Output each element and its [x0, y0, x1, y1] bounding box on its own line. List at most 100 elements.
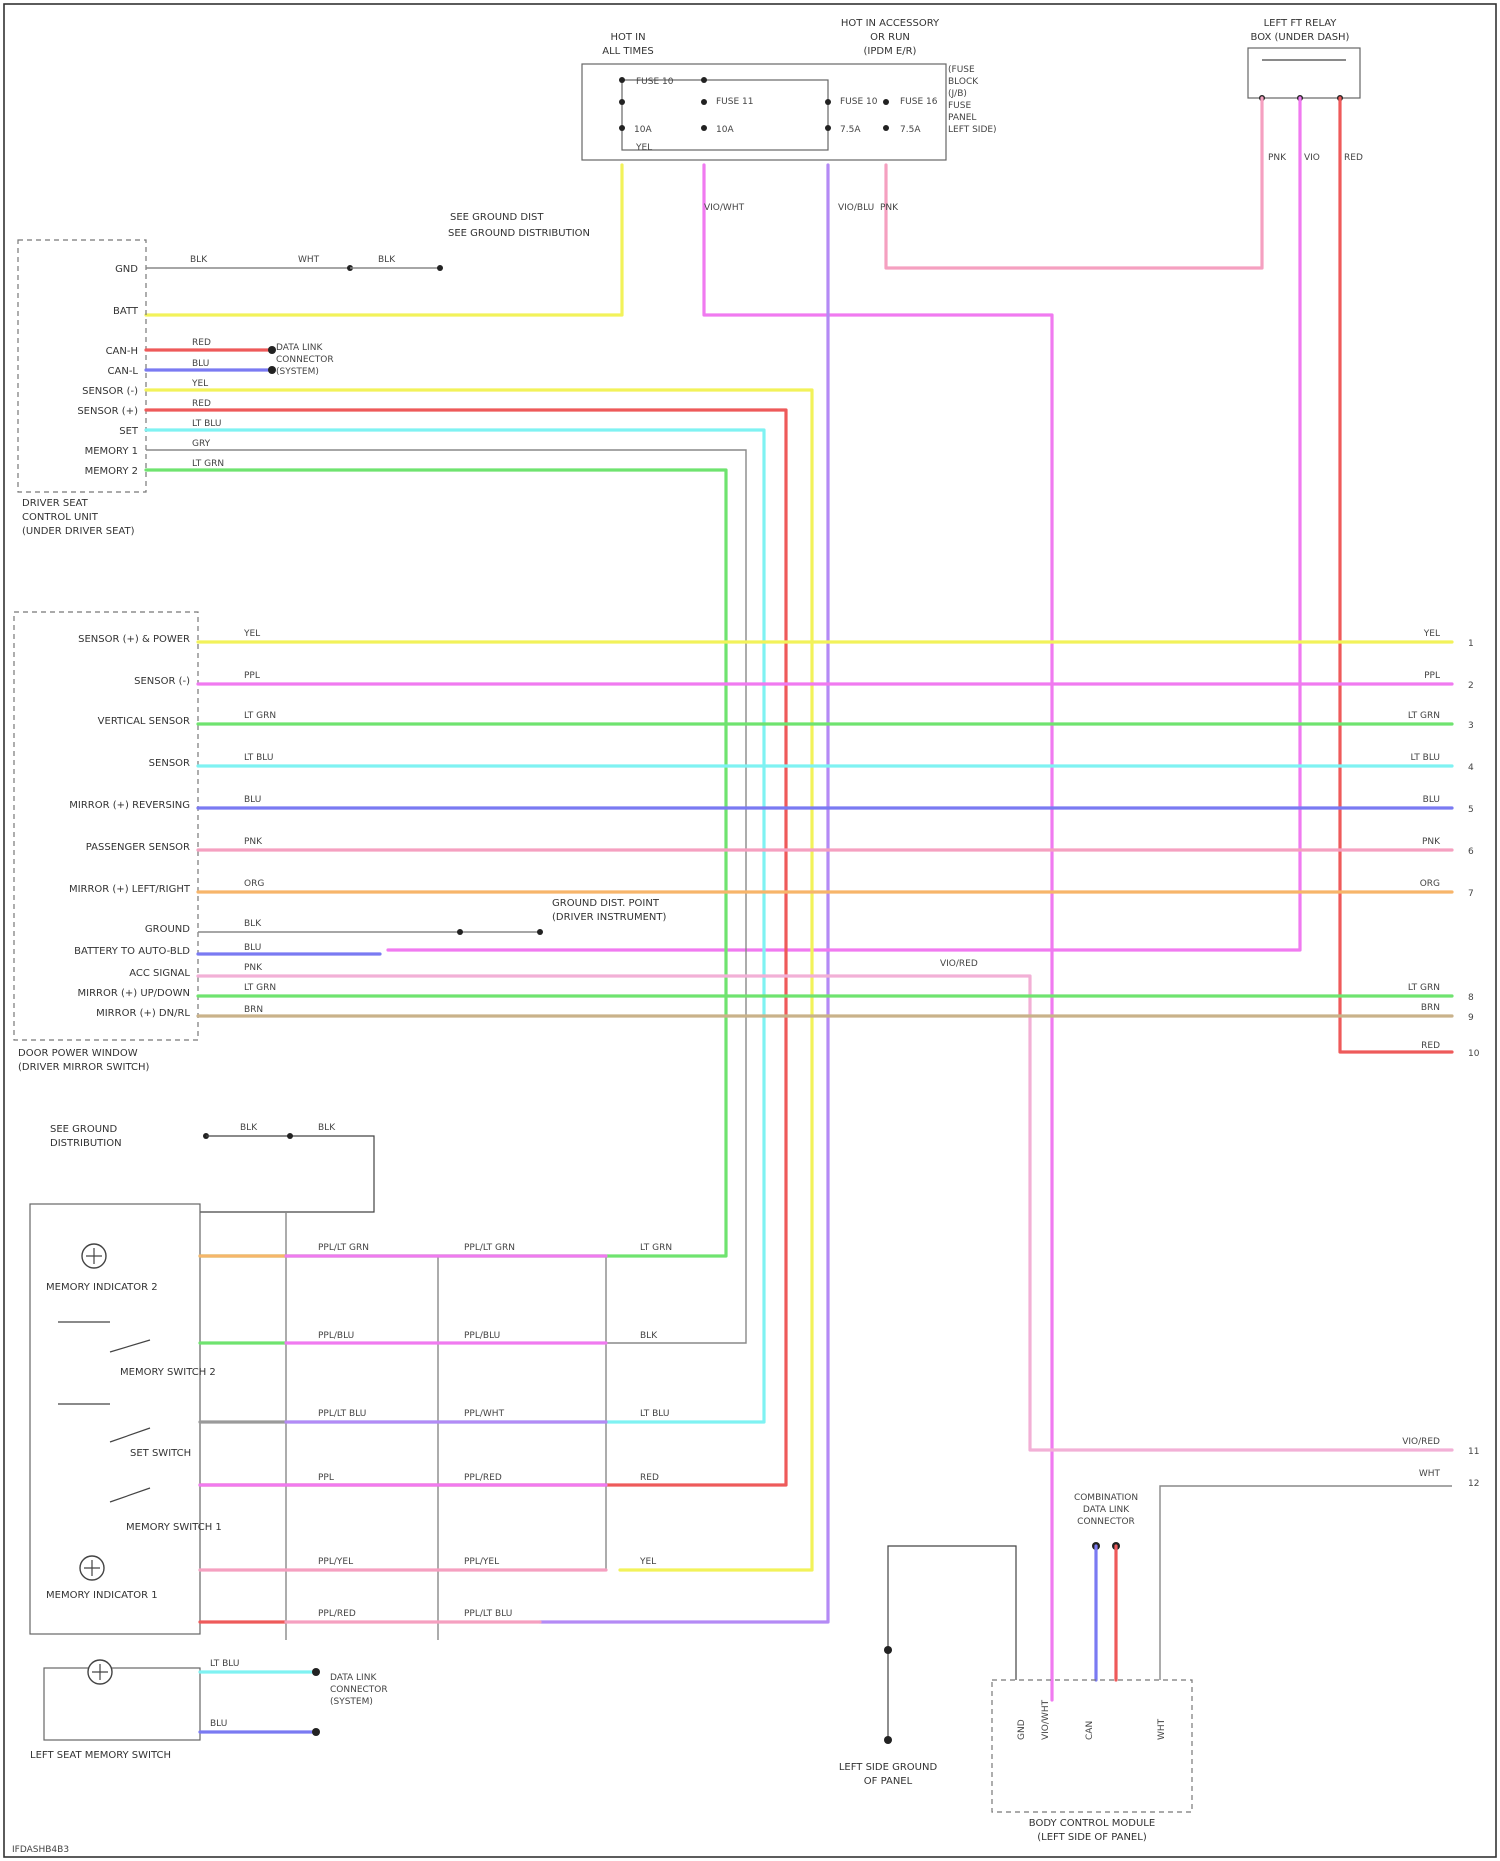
- svg-text:5: 5: [1468, 805, 1474, 815]
- svg-text:PPL/RED: PPL/RED: [318, 1609, 356, 1619]
- left-pin-5: SENSOR (+): [77, 406, 138, 417]
- lower-label-4: MEMORY INDICATOR 1: [46, 1590, 158, 1601]
- svg-text:PNK: PNK: [244, 837, 263, 847]
- footer-code: IFDASHB4B3: [12, 1845, 69, 1855]
- svg-text:FUSE 10: FUSE 10: [840, 97, 878, 107]
- driver-seat-control-unit: GND BATT CAN-H CAN-L SENSOR (-) SENSOR (…: [18, 228, 590, 537]
- bottom-ground-2: OF PANEL: [864, 1776, 913, 1787]
- right-edge-labels: YEL PPL LT GRN LT BLU BLU PNK ORG LT GRN…: [1402, 629, 1480, 1489]
- svg-text:RED: RED: [192, 338, 211, 348]
- junction-title-1: HOT IN ACCESSORY: [841, 18, 940, 29]
- right-label-6: ORG: [1420, 879, 1440, 889]
- junction-title-3: (IPDM E/R): [864, 46, 917, 57]
- svg-text:WHT: WHT: [298, 255, 320, 265]
- svg-text:SEE GROUND DIST: SEE GROUND DIST: [450, 212, 544, 223]
- svg-text:VIO/WHT: VIO/WHT: [704, 203, 745, 213]
- memory-switch-outer: [30, 1204, 200, 1634]
- left-module-wires: BLKWHTBLK REDBLU YELRED LT BLUGRYLT GRN: [146, 255, 812, 1570]
- svg-text:9: 9: [1468, 1013, 1474, 1023]
- svg-text:RED: RED: [640, 1473, 659, 1483]
- svg-text:YEL: YEL: [639, 1557, 656, 1567]
- junction-title-2: OR RUN: [870, 32, 910, 43]
- svg-text:3: 3: [1468, 721, 1474, 731]
- mid-pin-6: MIRROR (+) LEFT/RIGHT: [69, 884, 191, 895]
- body-control-module-outline: [992, 1680, 1192, 1812]
- svg-text:LT GRN: LT GRN: [244, 711, 276, 721]
- svg-text:12: 12: [1468, 1479, 1479, 1489]
- svg-text:LT GRN: LT GRN: [192, 459, 224, 469]
- svg-text:BLU: BLU: [192, 359, 209, 369]
- memory-switch-lower-box: [44, 1668, 200, 1740]
- mid-pin-5: PASSENGER SENSOR: [86, 842, 190, 853]
- left-module-title-2: CONTROL UNIT: [22, 512, 99, 523]
- mid-ground-note-1: GROUND DIST. POINT: [552, 898, 660, 909]
- svg-text:YEL: YEL: [243, 629, 260, 639]
- left-datalink-1: DATA LINK: [276, 343, 323, 353]
- junction-note-2: BLOCK: [948, 77, 979, 87]
- svg-text:PPL/YEL: PPL/YEL: [464, 1557, 499, 1567]
- relay-box-title-1: LEFT FT RELAY: [1264, 18, 1338, 29]
- bottom-datalink-3: CONNECTOR: [1077, 1517, 1135, 1527]
- lower-label-3: MEMORY SWITCH 1: [126, 1522, 222, 1533]
- svg-text:LT GRN: LT GRN: [244, 983, 276, 993]
- svg-text:PNK: PNK: [244, 963, 263, 973]
- bottom-datalink-2: DATA LINK: [1083, 1505, 1130, 1515]
- svg-text:11: 11: [1468, 1447, 1479, 1457]
- svg-text:PPL/YEL: PPL/YEL: [318, 1557, 353, 1567]
- mid-pin-1: SENSOR (-): [134, 676, 190, 687]
- right-label-5: PNK: [1422, 837, 1441, 847]
- svg-text:GND: GND: [1017, 1719, 1027, 1740]
- svg-text:10: 10: [1468, 1049, 1480, 1059]
- svg-text:7: 7: [1468, 889, 1474, 899]
- svg-text:GRY: GRY: [192, 439, 211, 449]
- svg-text:PPL: PPL: [318, 1473, 334, 1483]
- svg-text:ORG: ORG: [244, 879, 264, 889]
- mid-pin-2: VERTICAL SENSOR: [98, 716, 190, 727]
- lower-ground-note-2: DISTRIBUTION: [50, 1138, 122, 1149]
- svg-text:2: 2: [1468, 681, 1474, 691]
- mid-pin-11: MIRROR (+) DN/RL: [96, 1008, 190, 1019]
- svg-text:BLK: BLK: [378, 255, 396, 265]
- mid-pin-7: GROUND: [145, 924, 190, 935]
- svg-text:BLU: BLU: [244, 795, 261, 805]
- left-pin-8: MEMORY 2: [85, 466, 138, 477]
- junction-note-5: PANEL: [948, 113, 976, 123]
- svg-text:10A: 10A: [634, 125, 652, 135]
- svg-text:YEL: YEL: [191, 379, 208, 389]
- fuse-block-title-1: HOT IN: [610, 32, 645, 43]
- right-label-7: LT GRN: [1408, 983, 1440, 993]
- fuse-block-inner: [622, 80, 828, 150]
- right-label-0: YEL: [1423, 629, 1440, 639]
- svg-text:VIO/BLU: VIO/BLU: [838, 203, 874, 213]
- right-label-3: LT BLU: [1411, 753, 1440, 763]
- svg-text:PPL/LT GRN: PPL/LT GRN: [464, 1243, 515, 1253]
- diagram-frame: [4, 4, 1496, 1857]
- svg-text:LT BLU: LT BLU: [210, 1659, 239, 1669]
- right-label-8: BRN: [1421, 1003, 1440, 1013]
- left-datalink-3: (SYSTEM): [276, 367, 319, 377]
- svg-text:YEL: YEL: [635, 143, 652, 153]
- lower-label-1: MEMORY SWITCH 2: [120, 1367, 216, 1378]
- door-power-window-module: SENSOR (+) & POWER SENSOR (-) VERTICAL S…: [14, 612, 666, 1073]
- junction-note-6: LEFT SIDE): [948, 125, 997, 135]
- svg-text:4: 4: [1468, 763, 1474, 773]
- left-pin-7: MEMORY 1: [85, 446, 138, 457]
- set-switch-icon: [110, 1428, 150, 1442]
- mid-pin-9: ACC SIGNAL: [129, 968, 190, 979]
- svg-text:WHT: WHT: [1157, 1718, 1167, 1740]
- svg-text:BLK: BLK: [318, 1123, 336, 1133]
- svg-text:VIO/RED: VIO/RED: [940, 959, 978, 969]
- memory-switch-title: LEFT SEAT MEMORY SWITCH: [30, 1750, 171, 1761]
- svg-text:PPL/BLU: PPL/BLU: [464, 1331, 500, 1341]
- svg-text:BLK: BLK: [640, 1331, 658, 1341]
- svg-text:FUSE 16: FUSE 16: [900, 97, 938, 107]
- mid-pin-8: BATTERY TO AUTO-BLD: [74, 946, 190, 957]
- right-label-1: PPL: [1424, 671, 1440, 681]
- svg-text:7.5A: 7.5A: [900, 125, 921, 135]
- svg-text:6: 6: [1468, 847, 1474, 857]
- right-label-11: WHT: [1419, 1469, 1441, 1479]
- ground-icon: [884, 1736, 892, 1744]
